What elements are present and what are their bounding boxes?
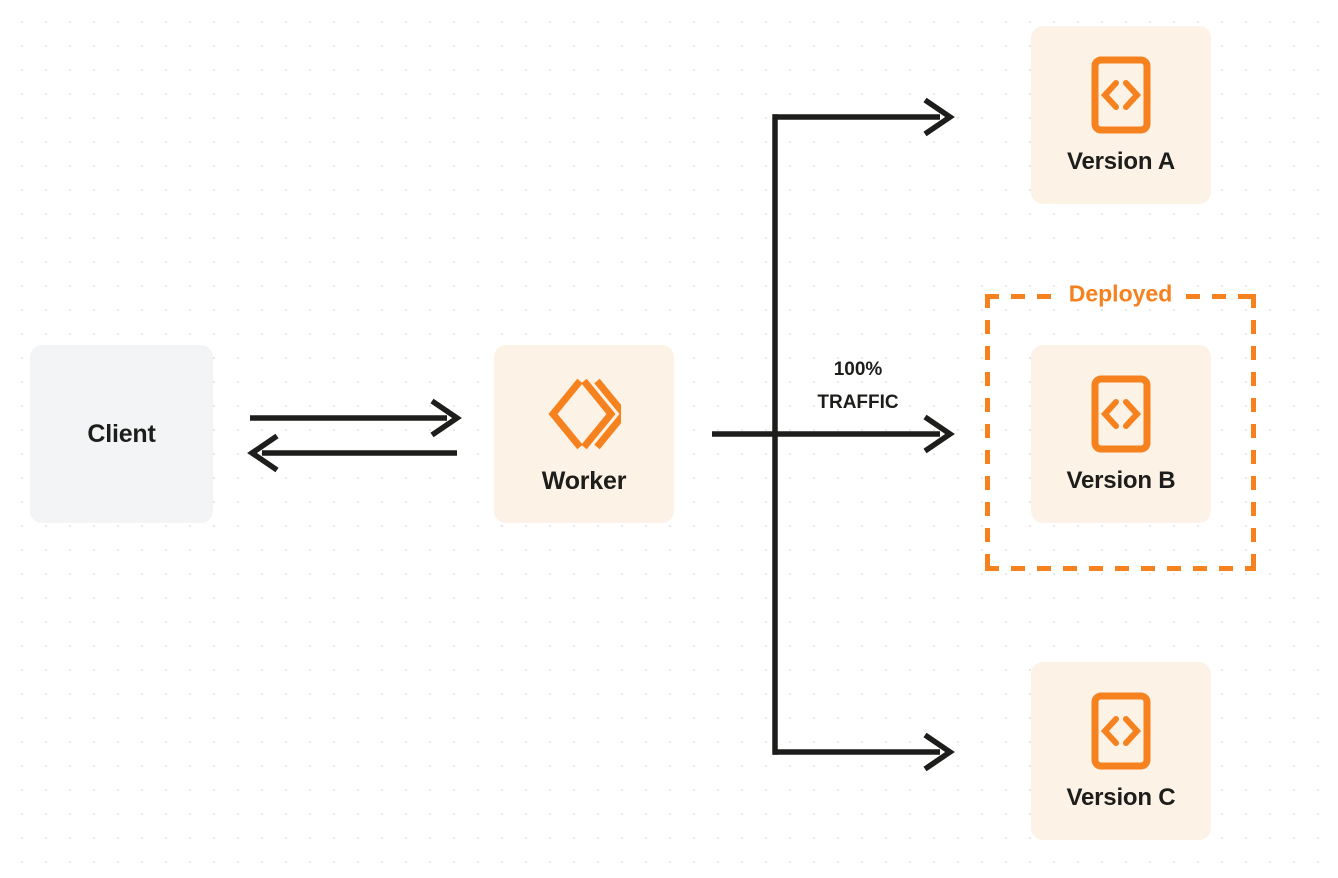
node-client[interactable]: Client bbox=[30, 345, 213, 523]
deployed-border-bottom bbox=[985, 566, 1256, 571]
traffic-percent: 100% bbox=[833, 359, 883, 380]
connector-worker-to-client bbox=[247, 433, 457, 473]
deployed-border-right bbox=[1251, 294, 1256, 571]
node-version-a[interactable]: Version A bbox=[1031, 26, 1211, 204]
cloudflare-workers-logo-icon bbox=[547, 375, 621, 453]
deployed-border-top-right bbox=[1186, 294, 1256, 299]
connector-worker-to-version-b bbox=[712, 414, 955, 454]
node-client-label: Client bbox=[87, 419, 156, 448]
connector-worker-to-version-a bbox=[773, 97, 955, 137]
code-brackets-icon bbox=[1091, 56, 1151, 134]
deployed-label: Deployed bbox=[1058, 282, 1183, 306]
traffic-caption: TRAFFIC bbox=[817, 392, 899, 414]
code-brackets-icon bbox=[1091, 375, 1151, 453]
node-version-c[interactable]: Version C bbox=[1031, 662, 1211, 840]
node-version-a-label: Version A bbox=[1066, 148, 1176, 175]
connector-worker-to-version-c bbox=[773, 732, 955, 772]
deployed-border-top-left bbox=[985, 294, 1055, 299]
node-version-c-label: Version C bbox=[1066, 784, 1176, 811]
code-brackets-icon bbox=[1091, 692, 1151, 770]
node-version-b[interactable]: Version B bbox=[1031, 345, 1211, 523]
node-worker[interactable]: Worker bbox=[494, 345, 674, 523]
deployed-border-left bbox=[985, 294, 990, 571]
connector-client-to-worker bbox=[250, 398, 462, 438]
node-worker-label: Worker bbox=[541, 466, 627, 495]
deployed-group: Deployed bbox=[985, 282, 1256, 571]
traffic-label: 100% TRAFFIC bbox=[817, 353, 898, 420]
node-version-b-label: Version B bbox=[1066, 467, 1176, 494]
